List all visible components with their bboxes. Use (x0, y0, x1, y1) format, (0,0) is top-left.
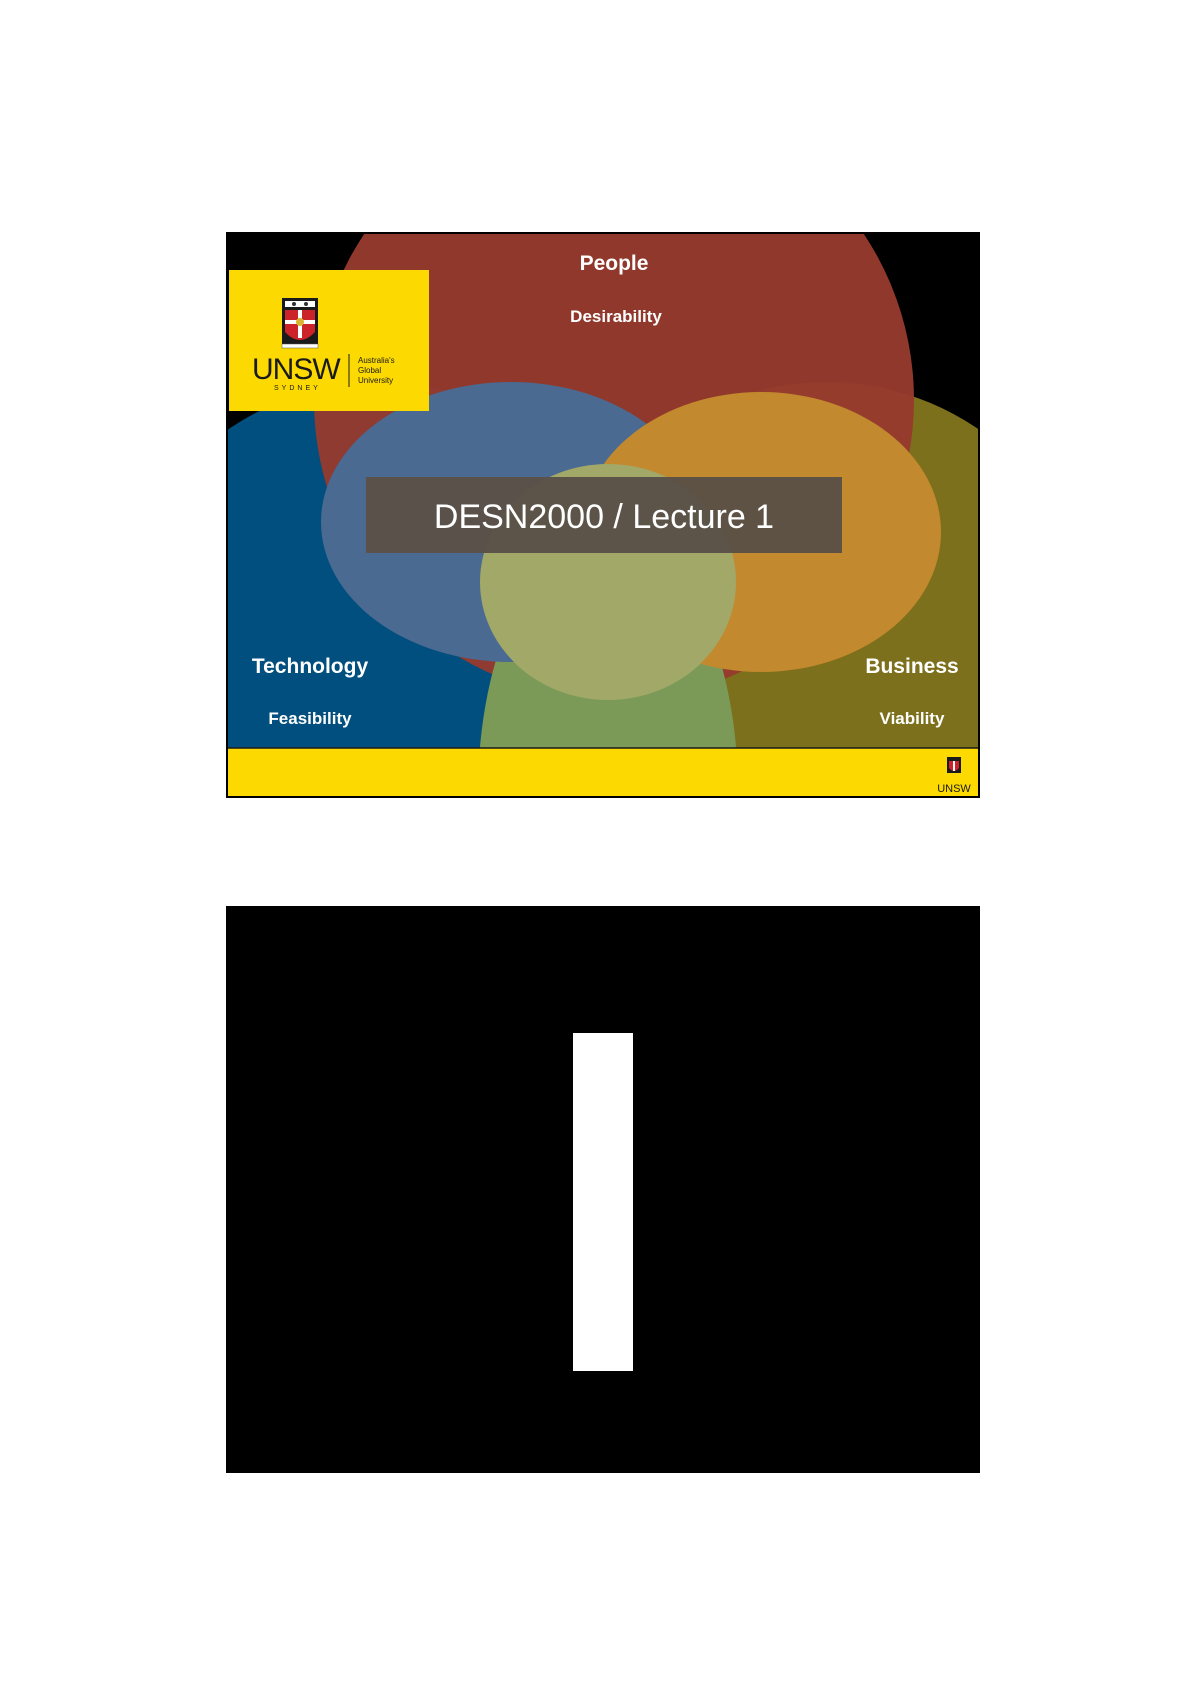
slide-border (226, 232, 980, 798)
second-slide (226, 906, 980, 1473)
footer-wordmark: UNSW (937, 783, 971, 795)
title-slide: UNSW SYDNEY Australia's Global Universit… (226, 232, 980, 798)
unsw-wordmark: UNSW (252, 353, 341, 386)
white-vertical-bar (573, 1033, 633, 1371)
title-box (366, 477, 842, 553)
tagline-line-1: Australia's (358, 356, 395, 365)
people-label: People (580, 252, 649, 275)
technology-label: Technology (252, 655, 369, 678)
venn-diagram-slide: UNSW SYDNEY Australia's Global Universit… (226, 232, 980, 798)
business-label: Business (865, 655, 958, 678)
footer-crest-icon (947, 757, 961, 773)
footer-band (226, 748, 980, 798)
tagline-line-2: Global (358, 366, 381, 375)
business-sublabel: Viability (880, 709, 945, 728)
technology-sublabel: Feasibility (268, 709, 352, 728)
slide-title: DESN2000 / Lecture 1 (434, 498, 774, 536)
tagline-line-3: University (358, 376, 393, 385)
unsw-crest-icon (281, 298, 319, 349)
logo-box (229, 270, 429, 411)
unsw-city: SYDNEY (274, 385, 321, 392)
people-sublabel: Desirability (570, 307, 662, 326)
